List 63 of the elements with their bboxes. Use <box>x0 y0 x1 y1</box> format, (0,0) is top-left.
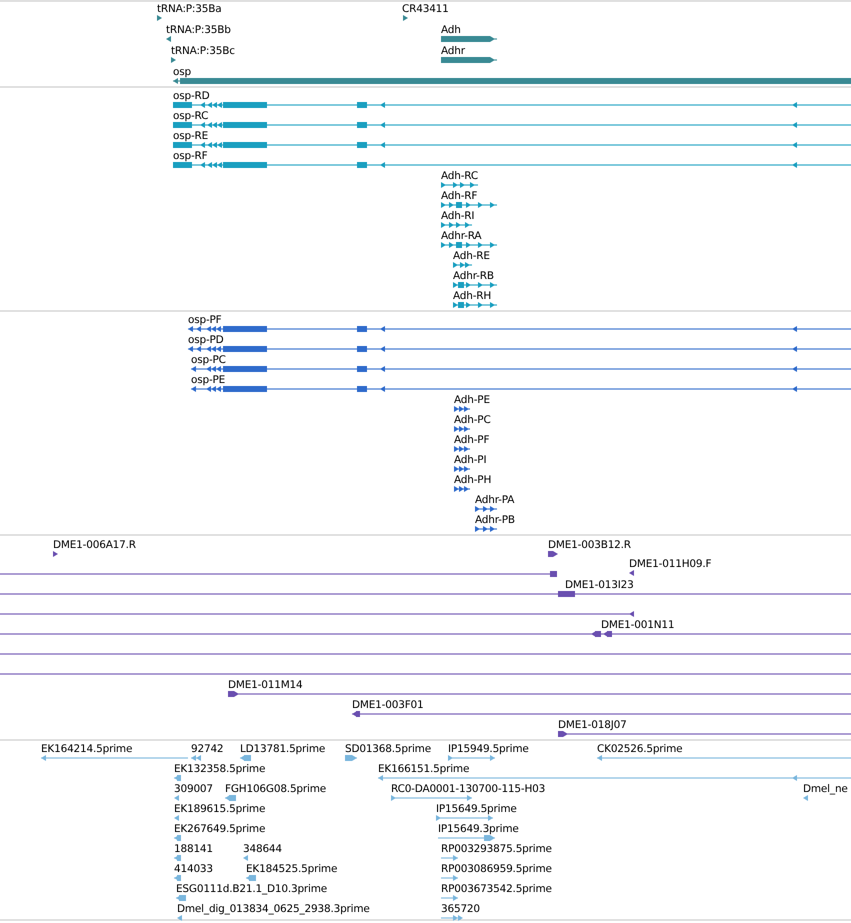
feature-label: tRNA:P:35Bb <box>166 24 231 36</box>
feature-label: EK189615.5prime <box>174 803 266 815</box>
feature-label: tRNA:P:35Ba <box>157 3 222 15</box>
feature-label: Dmel_ne <box>803 783 848 795</box>
feature-label: Adh-PF <box>454 434 490 446</box>
feature-label: Adh-RF <box>441 190 478 202</box>
feature-label: Adh <box>441 24 461 36</box>
feature-label: Adh-PH <box>454 474 492 486</box>
feature-label: IP15649.3prime <box>438 823 519 835</box>
feature-label: 92742 <box>191 743 224 755</box>
feature-label: RC0-DA0001-130700-115-H03 <box>391 783 546 795</box>
feature-label: EK164214.5prime <box>41 743 132 755</box>
feature-label: DME1-003F01 <box>352 699 424 711</box>
feature-label: Adh-RH <box>453 290 492 302</box>
feature-label: 365720 <box>441 903 480 915</box>
feature-label: Adh-RE <box>453 250 490 262</box>
feature-label: RP003086959.5prime <box>441 863 552 875</box>
feature-label: osp-PF <box>188 314 222 326</box>
feature-label: Adhr-PA <box>475 494 514 506</box>
feature-label: osp-PC <box>191 354 226 366</box>
feature-label: SD01368.5prime <box>345 743 431 755</box>
feature-label: RP003293875.5prime <box>441 843 552 855</box>
feature-label: 414033 <box>174 863 213 875</box>
feature-label: DME1-011M14 <box>228 679 303 691</box>
feature-label: osp-PD <box>188 334 224 346</box>
feature-label: DME1-001N11 <box>601 619 674 631</box>
feature-label: Adhr <box>441 45 465 57</box>
feature-label: DME1-011H09.F <box>629 558 712 570</box>
feature-label: tRNA:P:35Bc <box>171 45 235 57</box>
feature-label: DME1-018J07 <box>558 719 627 731</box>
feature-label: osp-RC <box>173 110 208 122</box>
feature-label: osp-RE <box>173 130 208 142</box>
feature-label: CK02526.5prime <box>597 743 682 755</box>
feature-label: ESG0111d.B21.1_D10.3prime <box>176 883 328 895</box>
feature-label: FGH106G08.5prime <box>225 783 326 795</box>
feature-label: EK132358.5prime <box>174 763 266 775</box>
feature-label: DME1-006A17.R <box>53 539 136 551</box>
feature-label: Adhr-RB <box>453 270 494 282</box>
feature-label: Adh-RC <box>441 170 478 182</box>
feature-label: 348644 <box>243 843 282 855</box>
feature-label: Adh-PC <box>454 414 491 426</box>
feature-label: EK267649.5prime <box>174 823 266 835</box>
feature-label: DME1-003B12.R <box>548 539 631 551</box>
feature-label: osp-RD <box>173 90 210 102</box>
feature-label: osp-RF <box>173 150 208 162</box>
feature-label: Dmel_dig_013834_0625_2938.3prime <box>177 903 370 915</box>
feature-label: osp <box>173 66 191 78</box>
feature-label: IP15649.5prime <box>436 803 517 815</box>
feature-label: EK166151.5prime <box>378 763 470 775</box>
feature-label: IP15949.5prime <box>448 743 529 755</box>
feature-label: Adh-RI <box>441 210 474 222</box>
feature-label: LD13781.5prime <box>240 743 326 755</box>
feature-label: CR43411 <box>402 3 449 15</box>
feature-label: Adh-PI <box>454 454 486 466</box>
feature-label: 309007 <box>174 783 213 795</box>
feature-label: 188141 <box>174 843 213 855</box>
feature-label: RP003673542.5prime <box>441 883 552 895</box>
feature-label: Adhr-PB <box>475 514 515 526</box>
feature-label: DME1-013I23 <box>565 579 634 591</box>
feature-label: Adhr-RA <box>441 230 482 242</box>
feature-label: osp-PE <box>191 374 226 386</box>
feature-label: Adh-PE <box>454 394 490 406</box>
feature-label: EK184525.5prime <box>246 863 338 875</box>
